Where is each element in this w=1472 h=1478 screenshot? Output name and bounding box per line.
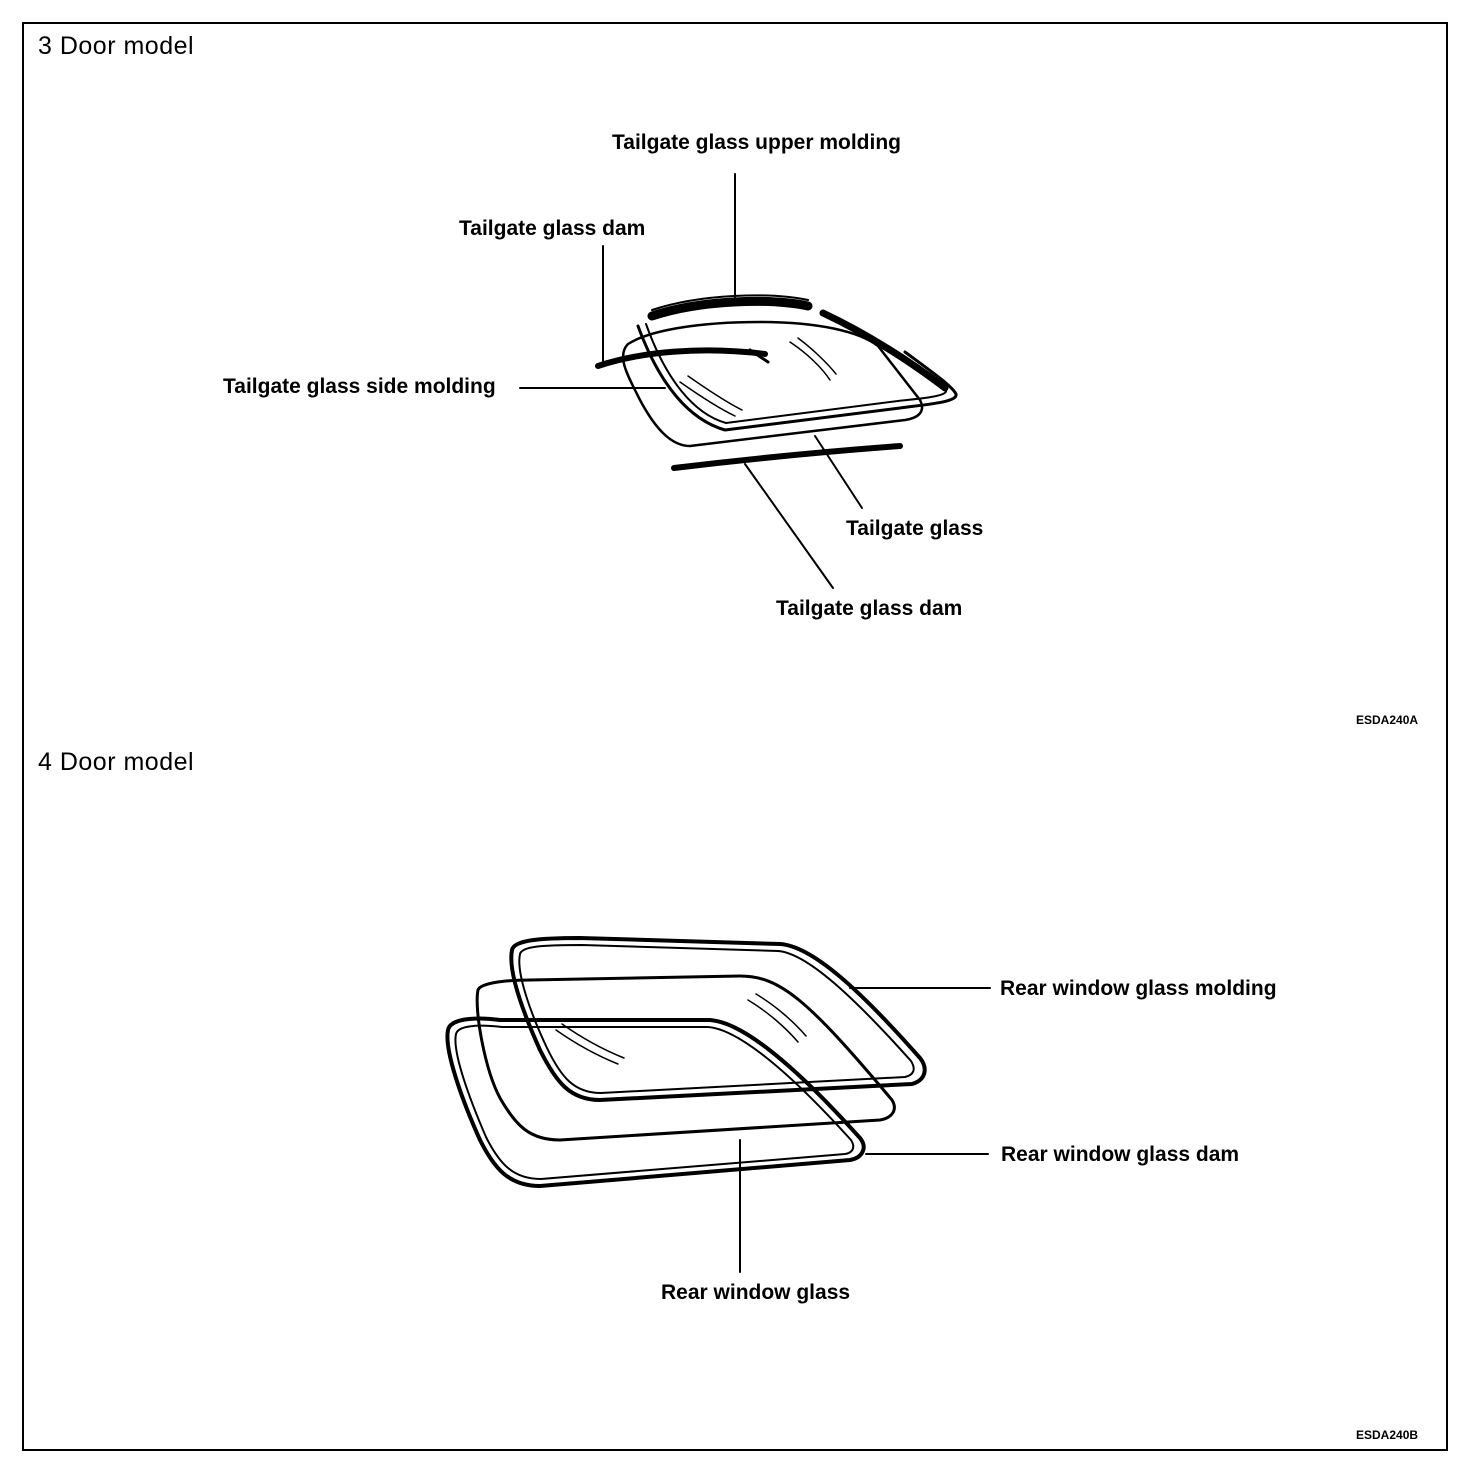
section-title-3-door: 3 Door model (38, 32, 195, 60)
tailgate-upper-molding-shape (647, 296, 813, 321)
label-rear-window-glass-dam: Rear window glass dam (1001, 1143, 1240, 1166)
label-tailgate-glass-upper-molding: Tailgate glass upper molding (612, 131, 901, 154)
tailgate-glass-shape (621, 320, 924, 448)
label-tailgate-glass-side-molding: Tailgate glass side molding (223, 375, 496, 398)
rear-window-glass-reflection (555, 1029, 619, 1065)
label-rear-window-glass-molding: Rear window glass molding (1000, 977, 1277, 1000)
label-tailgate-glass: Tailgate glass (846, 517, 984, 540)
figure-code-4-door: ESDA240B (1356, 1428, 1419, 1442)
tailgate-glass-dam-top-shape (595, 347, 768, 369)
rear-window-assembly-illustration (445, 936, 991, 1273)
rear-window-glass-shape (475, 974, 896, 1142)
tailgate-upper-molding-right-shape (819, 309, 949, 392)
rear-window-glass-dam-shape (445, 1016, 866, 1188)
tailgate-glass-reflection (679, 381, 736, 417)
diagram-frame (22, 22, 1448, 1451)
label-rear-window-glass: Rear window glass (661, 1281, 851, 1304)
leader-glass (814, 435, 863, 509)
label-tailgate-glass-dam-top: Tailgate glass dam (459, 217, 646, 240)
rear-window-glass-molding-shape (509, 936, 927, 1102)
tailgate-assembly-illustration (519, 173, 958, 589)
leader-dam-bottom (744, 463, 834, 589)
figure-code-3-door: ESDA240A (1356, 713, 1419, 727)
tailgate-glass-dam-bottom-shape (671, 443, 903, 471)
label-tailgate-glass-dam-bottom: Tailgate glass dam (776, 597, 963, 620)
tailgate-side-molding-shape (636, 324, 958, 432)
section-title-4-door: 4 Door model (38, 748, 195, 776)
